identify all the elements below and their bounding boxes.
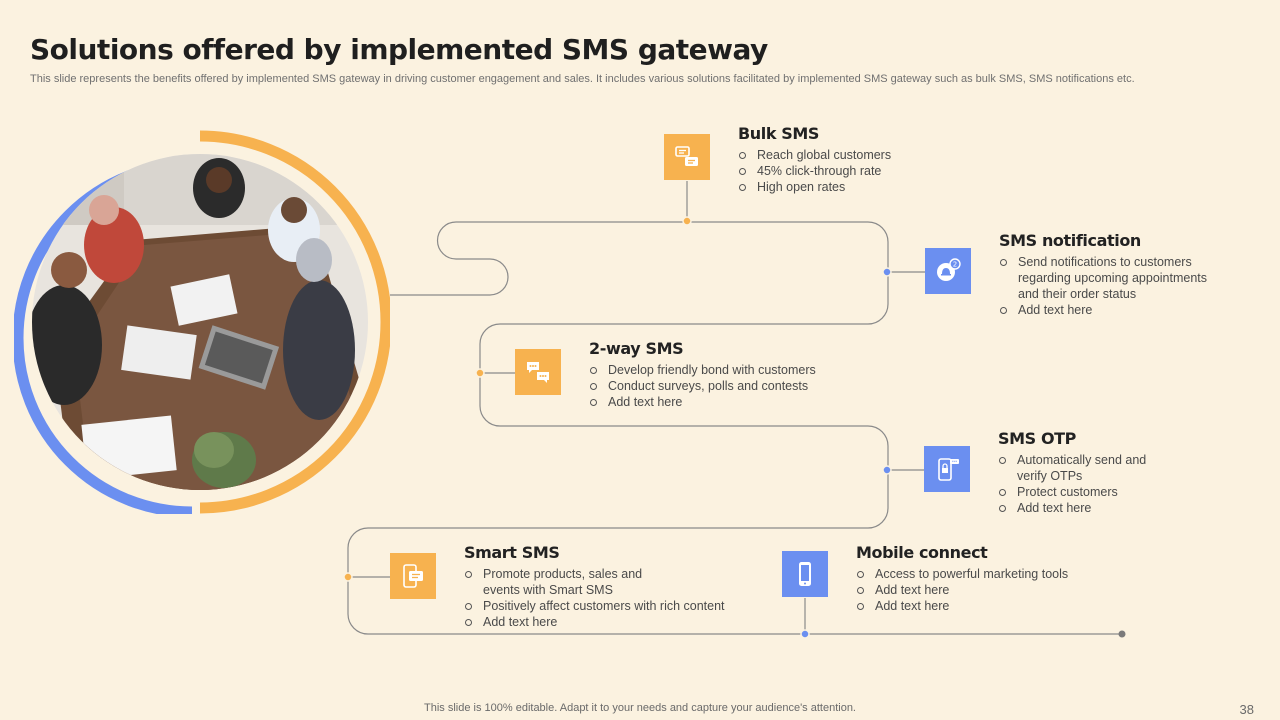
smart-sms-bullets: Promote products, sales and events with …: [464, 566, 725, 630]
node-2-way-sms: [475, 368, 485, 378]
svg-text:***: ***: [952, 460, 958, 464]
list-item: Protect customers: [998, 484, 1146, 500]
node-smart-sms: [343, 572, 353, 582]
bulk-sms-icon-box: [664, 134, 710, 180]
node-sms-otp: [882, 465, 892, 475]
notification-bell-icon: 2: [937, 258, 961, 281]
list-item: events with Smart SMS: [483, 583, 613, 597]
2-way-sms-icon-box: [515, 349, 561, 395]
sms-notification-bullets: Send notifications to customers regardin…: [999, 254, 1207, 318]
chat-bubbles-icon: [675, 146, 698, 166]
list-item: Reach global customers: [738, 147, 891, 163]
smart-sms-icon-box: [390, 553, 436, 599]
meeting-photo: [12, 130, 392, 518]
timeline-line: [347, 221, 1122, 635]
list-item: regarding upcoming appointments: [1018, 271, 1208, 285]
list-item: Add text here: [998, 500, 1146, 516]
bulk-sms-heading: Bulk SMS: [738, 124, 820, 143]
list-item: Positively affect customers with rich co…: [464, 598, 725, 614]
sms-notification-icon-box: 2: [925, 248, 971, 294]
2-way-sms-bullets: Develop friendly bond with customers Con…: [589, 362, 816, 410]
list-item: Send notifications to customers: [999, 254, 1207, 270]
list-item: 45% click-through rate: [738, 163, 891, 179]
page-title: Solutions offered by implemented SMS gat…: [30, 33, 768, 66]
orange-arc: [199, 130, 392, 514]
mobile-connect-heading: Mobile connect: [856, 543, 988, 562]
list-item: Promote products, sales and: [464, 566, 725, 582]
mobile-phone-icon: [799, 562, 811, 586]
list-item: Add text here: [999, 302, 1207, 318]
footer-note: This slide is 100% editable. Adapt it to…: [424, 702, 856, 714]
page-number: 38: [1239, 702, 1254, 717]
list-item: Develop friendly bond with customers: [589, 362, 816, 378]
sms-otp-heading: SMS OTP: [998, 429, 1076, 448]
node-mobile-connect: [800, 629, 810, 639]
list-item: Add text here: [856, 582, 1068, 598]
two-way-chat-icon: [527, 362, 549, 383]
list-item: Automatically send and: [998, 452, 1146, 468]
list-item: Add text here: [589, 394, 816, 410]
list-item: Conduct surveys, polls and contests: [589, 378, 816, 394]
mobile-connect-bullets: Access to powerful marketing tools Add t…: [856, 566, 1068, 614]
otp-phone-lock-icon: ***: [938, 458, 959, 481]
photo-image: [32, 154, 368, 490]
list-item: Add text here: [856, 598, 1068, 614]
node-bulk-sms: [682, 216, 692, 226]
timeline-end-dot: [1118, 630, 1126, 638]
2-way-sms-heading: 2-way SMS: [589, 339, 684, 358]
sms-otp-bullets: Automatically send and verify OTPs Prote…: [998, 452, 1146, 516]
node-sms-notification: [882, 267, 892, 277]
list-item: Access to powerful marketing tools: [856, 566, 1068, 582]
list-item: Add text here: [464, 614, 725, 630]
svg-text:2: 2: [953, 261, 957, 269]
list-item: High open rates: [738, 179, 891, 195]
page-subtitle: This slide represents the benefits offer…: [30, 73, 1135, 85]
bulk-sms-bullets: Reach global customers 45% click-through…: [738, 147, 891, 195]
smart-sms-heading: Smart SMS: [464, 543, 560, 562]
sms-notification-heading: SMS notification: [999, 231, 1141, 250]
smart-message-icon: [403, 564, 423, 588]
list-item: verify OTPs: [1017, 469, 1083, 483]
list-item: and their order status: [1018, 287, 1137, 301]
mobile-connect-icon-box: [782, 551, 828, 597]
sms-otp-icon-box: ***: [924, 446, 970, 492]
